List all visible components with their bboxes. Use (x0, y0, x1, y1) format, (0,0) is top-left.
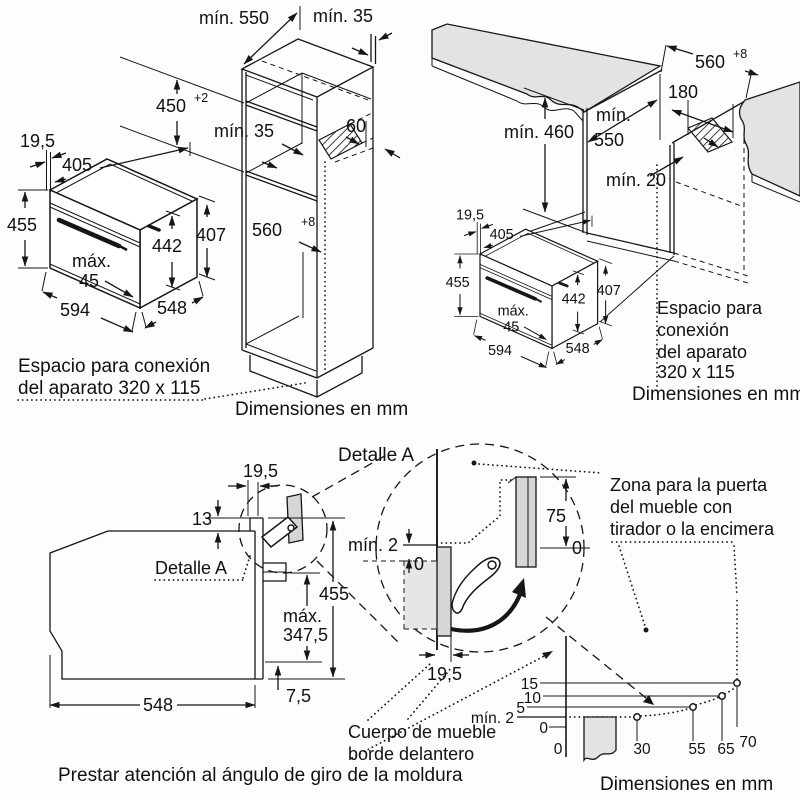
panel-side-view: 13 19,5 Detalle A 455 máx. 347,5 7,5 548… (49, 452, 463, 786)
dim-door-zero: 0 (572, 538, 582, 558)
chart-ylabel-0: 0 (539, 720, 548, 737)
dim-counter-depth-min-1: mín. (596, 105, 631, 125)
cabinet-shelf-lower (245, 170, 318, 202)
dim-detail-front-overhang: 19,5 (427, 664, 462, 684)
chart-ylabel-15: 15 (521, 676, 538, 693)
panel-counter-niche: 560 +8 180 mín. 550 mín. 460 mín. 20 Esp… (431, 23, 800, 405)
counter-note-line2: conexión (657, 320, 729, 340)
dim-vent-zone: 180 (668, 82, 698, 102)
dim-top-gap-min: mín. 35 (313, 6, 373, 26)
dim-niche-width: 560 (252, 220, 282, 240)
dim-vent-depth: 60 (346, 116, 366, 136)
panel-detail-a: Detalle A mín. 2 0 75 0 19,5 (338, 443, 775, 795)
oven-isometric-view-1 (7, 131, 226, 332)
dim-niche-height-tol: +2 (194, 91, 208, 105)
dim-side-height: 455 (319, 584, 349, 604)
dim-niche-height: 450 (156, 96, 186, 116)
dim-pivot-max-value: 347,5 (283, 625, 328, 645)
chart-xlabel-70: 70 (739, 734, 757, 751)
dim-niche-width-tol: +8 (301, 215, 315, 229)
furniture-door-panel (515, 476, 537, 568)
dim-top-lip: 13 (192, 509, 212, 529)
dim-door-overlap: 75 (546, 506, 566, 526)
chart-ylabel-min2: mín. 2 (471, 710, 514, 727)
zone-note-line2: del mueble con (610, 497, 732, 517)
units-note-detail: Dimensiones en mm (600, 774, 773, 795)
chart-xlabel-0: 0 (554, 741, 563, 758)
niche-left-wall (582, 108, 588, 235)
dim-counter-depth-min-2: 550 (594, 130, 624, 150)
dim-bottom-clearance: 7,5 (286, 686, 311, 706)
worktop-right (738, 81, 800, 197)
counter-note-line4: 320 x 115 (657, 362, 735, 382)
chart-ylabel-10: 10 (524, 690, 542, 707)
zone-note-line1: Zona para la puerta (610, 475, 768, 495)
dim-counter-rear-gap: mín. 20 (606, 170, 666, 190)
furniture-edge-section (583, 716, 617, 763)
dim-detail-gap-zero: 0 (414, 554, 424, 574)
body-note-line1: Cuerpo de mueble (348, 722, 496, 742)
detail-a-title: Detalle A (338, 445, 414, 466)
oven-frame-strip (436, 546, 452, 637)
dim-counter-niche-width: 560 (695, 52, 725, 72)
dim-pivot-max-label: máx. (283, 606, 322, 626)
door-swing-arrow (450, 591, 523, 633)
worktop-left (431, 23, 662, 113)
chart-curve-dotted (640, 598, 738, 717)
connection-note-line2: del aparato 320 x 115 (18, 378, 200, 399)
dim-side-depth: 548 (143, 695, 173, 715)
units-note-counter: Dimensiones en mm (632, 384, 800, 405)
body-note-line2: borde delantero (348, 744, 474, 764)
counter-note-line1: Espacio para (657, 298, 763, 318)
detail-a-reference-label: Detalle A (155, 558, 227, 578)
chart-ylabel-5: 5 (516, 700, 525, 717)
dim-detail-gap-min: mín. 2 (348, 535, 398, 555)
detail-a-circle-small (238, 484, 328, 574)
panel-tall-cabinet: mín. 550 mín. 35 450 +2 mín. 35 60 560 +… (7, 6, 408, 420)
chart-xlabel-30: 30 (633, 741, 651, 758)
chart-xlabel-55: 55 (688, 741, 705, 758)
chart-point-30 (633, 713, 641, 721)
units-note-column: Dimensiones en mm (235, 399, 408, 420)
hinge-arm-large (451, 556, 501, 614)
door-clearance-chart: 15 10 5 mín. 2 0 0 30 55 65 70 (471, 598, 757, 763)
chart-point-70 (733, 679, 741, 687)
connection-note-line1: Espacio para conexión (18, 356, 210, 377)
chart-xlabel-65: 65 (717, 741, 734, 758)
oven-isometric-view-2 (446, 208, 621, 368)
counter-note-line3: del aparato (657, 342, 747, 362)
hinge-arm-small (260, 515, 299, 549)
oven-side-outline (49, 530, 263, 680)
chart-point-65 (718, 692, 726, 700)
chart-point-55 (689, 703, 697, 711)
dim-cabinet-depth-min: mín. 550 (199, 8, 269, 28)
cabinet-plinth (249, 355, 363, 398)
niche-right-wall (669, 143, 675, 255)
dim-side-front-overhang: 19,5 (243, 461, 278, 481)
caution-note: Prestar atención al ángulo de giro de la… (58, 765, 463, 786)
cabinet-shelf-upper (245, 100, 318, 132)
dim-counter-niche-width-tol: +8 (733, 47, 747, 61)
dim-rear-gap-min: mín. 35 (214, 121, 274, 141)
dim-counter-height-min: mín. 460 (504, 122, 574, 142)
zone-note-line3: tirador o la encimera (610, 519, 775, 539)
